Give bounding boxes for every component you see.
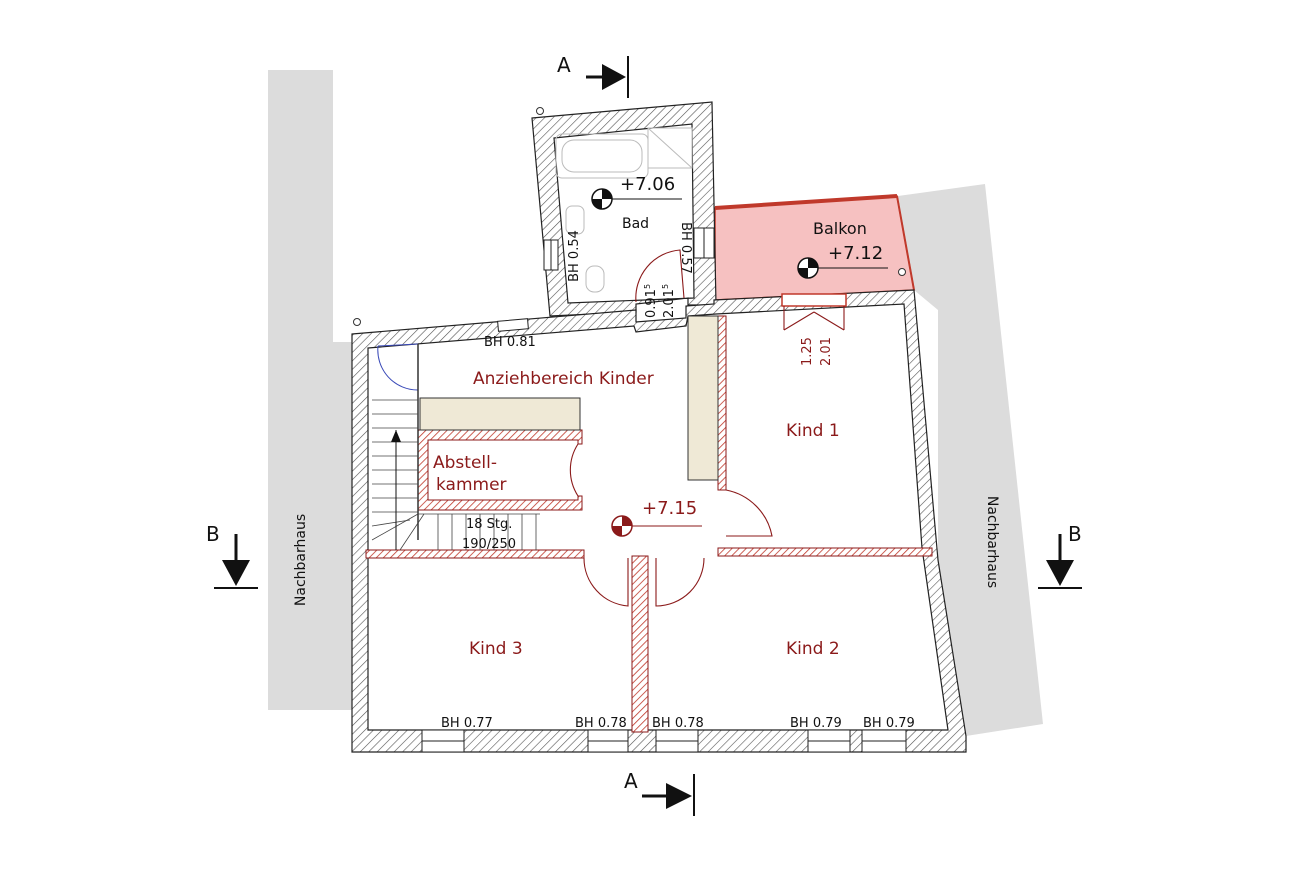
toilet-icon	[585, 265, 605, 293]
room-label-abstell-1: Abstell-	[433, 453, 497, 473]
marker-dot-icon	[536, 107, 544, 115]
window-label-bottom-2: BH 0.78	[575, 716, 627, 731]
window-label-top: BH 0.81	[484, 335, 536, 350]
stairs-ratio-label: 190/250	[462, 537, 516, 552]
wardrobe-side	[687, 315, 719, 481]
door-kid2	[655, 557, 705, 607]
section-label-b-left: B	[206, 522, 220, 546]
window-label-bad-left: BH 0.54	[567, 230, 582, 282]
neighbor-label-right: Nachbarhaus	[984, 496, 1000, 588]
sink-icon	[565, 205, 585, 235]
wardrobe-top	[419, 397, 581, 431]
level-label-flur: +7.15	[642, 498, 697, 519]
door-kid3	[583, 557, 629, 607]
window-label-bottom-4: BH 0.79	[790, 716, 842, 731]
section-a-bottom	[642, 774, 695, 816]
door-storage	[569, 443, 579, 497]
door-bad	[635, 249, 685, 303]
section-b-right	[1038, 534, 1082, 589]
section-label-a-bottom: A	[624, 769, 638, 793]
bathroom-walls	[531, 101, 717, 317]
section-arrow-icon	[666, 783, 692, 809]
section-b-left	[214, 534, 258, 589]
stair-arrow-icon	[391, 430, 401, 442]
balcony-door-opening	[781, 293, 847, 307]
neighbor-building-left	[268, 70, 352, 710]
bath-fixtures	[555, 127, 693, 293]
wall-corridor-left	[365, 549, 585, 559]
level-label-bad: +7.06	[620, 174, 675, 195]
level-marker-icon	[611, 515, 702, 537]
svg-text:0.915: 0.915	[643, 284, 659, 318]
wall-kid1-left	[717, 315, 727, 491]
section-arrow-icon	[222, 560, 250, 586]
room-label-kind2: Kind 2	[786, 639, 840, 659]
door-dim-balkon-width: 1.25	[800, 337, 815, 366]
balcony-drain-icon	[898, 268, 906, 276]
room-label-bad: Bad	[622, 216, 649, 232]
shower-icon	[647, 127, 693, 169]
section-arrow-icon	[602, 64, 626, 90]
level-marker-icon	[797, 257, 888, 279]
window-top	[497, 318, 529, 332]
outer-walls	[351, 289, 967, 753]
door-stair-top	[377, 343, 419, 391]
window-label-bottom-5: BH 0.79	[863, 716, 915, 731]
door-kid1	[725, 489, 773, 537]
neighbor-building-right	[898, 184, 1043, 736]
window-label-bad-right: BH 0.57	[678, 222, 693, 274]
window-label-bottom-3: BH 0.78	[652, 716, 704, 731]
window-label-bottom-1: BH 0.77	[441, 716, 493, 731]
wall-storage	[417, 429, 583, 511]
room-label-kind1: Kind 1	[786, 421, 840, 441]
neighbor-label-left: Nachbarhaus	[293, 514, 309, 606]
room-label-anziehbereich: Anziehbereich Kinder	[473, 369, 654, 389]
marker-dot-icon	[353, 318, 361, 326]
door-dim-bad-height: 2.015	[661, 284, 677, 318]
stairs-steps-label: 18 Stg.	[466, 517, 512, 532]
door-dim-bad: 0.915	[643, 284, 659, 318]
wall-corridor-right	[717, 547, 933, 557]
section-label-b-right: B	[1068, 522, 1082, 546]
wall-kid-divider	[631, 555, 649, 733]
room-label-kind3: Kind 3	[469, 639, 523, 659]
room-label-balkon: Balkon	[813, 219, 867, 238]
svg-text:2.015: 2.015	[661, 284, 677, 318]
door-dim-balkon-height: 2.01	[819, 337, 834, 366]
staircase	[371, 399, 540, 551]
section-label-a-top: A	[557, 53, 571, 77]
level-label-balkon: +7.12	[828, 243, 883, 264]
room-label-abstell-2: kammer	[436, 475, 507, 495]
section-arrow-icon	[1046, 560, 1074, 586]
section-a-top	[586, 56, 629, 98]
level-marker-icon	[591, 188, 682, 210]
balcony-area	[714, 195, 915, 301]
